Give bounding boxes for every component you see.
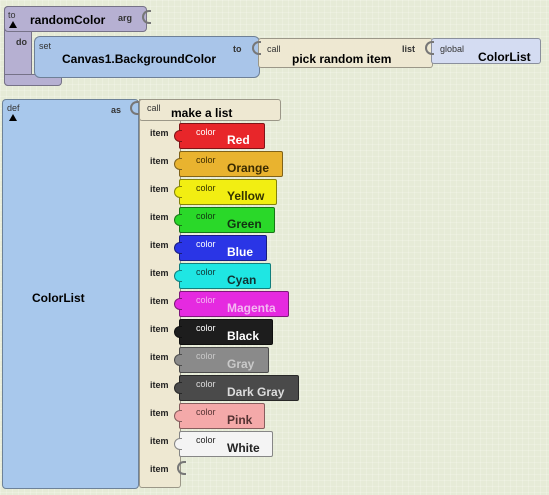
call-name[interactable]: pick random item <box>292 52 392 66</box>
procedure-header[interactable] <box>4 6 147 32</box>
def-as-label: as <box>111 105 122 115</box>
call-list-label: list <box>402 44 416 54</box>
color-block-plug-icon <box>174 130 182 142</box>
color-name: Blue <box>227 245 254 259</box>
color-name: Dark Gray <box>227 385 285 399</box>
color-block-plug-icon <box>174 158 182 170</box>
item-label: item <box>150 436 169 446</box>
color-keyword: color <box>196 407 216 417</box>
color-name: Gray <box>227 357 255 371</box>
color-name: Cyan <box>227 273 257 287</box>
item-label: item <box>150 352 169 362</box>
color-block-plug-icon <box>174 354 182 366</box>
item-label: item <box>150 240 169 250</box>
item-label-empty: item <box>150 464 169 474</box>
color-keyword: color <box>196 295 216 305</box>
color-name: Yellow <box>227 189 265 203</box>
def-collapse-triangle-icon[interactable] <box>9 114 17 121</box>
color-block-plug-icon <box>174 270 182 282</box>
call-keyword: call <box>267 44 281 54</box>
color-block-plug-icon <box>174 438 182 450</box>
color-keyword: color <box>196 183 216 193</box>
call-pick-random-block[interactable] <box>258 38 433 68</box>
def-name[interactable]: ColorList <box>32 291 85 305</box>
make-a-list-name[interactable]: make a list <box>171 106 233 120</box>
color-keyword: color <box>196 351 216 361</box>
color-block-plug-icon <box>174 242 182 254</box>
make-a-list-call-keyword: call <box>147 103 161 113</box>
item-label: item <box>150 184 169 194</box>
color-name: Magenta <box>227 301 276 315</box>
procedure-name[interactable]: randomColor <box>30 13 106 27</box>
item-label: item <box>150 296 169 306</box>
def-keyword: def <box>7 103 20 113</box>
set-to-label: to <box>233 44 242 54</box>
color-block-plug-icon <box>174 382 182 394</box>
color-block-plug-icon <box>174 186 182 198</box>
arg-socket-icon[interactable] <box>142 10 151 24</box>
set-block[interactable] <box>34 36 260 78</box>
global-name[interactable]: ColorList <box>478 50 531 64</box>
color-block-plug-icon <box>174 410 182 422</box>
item-label: item <box>150 156 169 166</box>
color-name: Orange <box>227 161 270 175</box>
procedure-arg-label[interactable]: arg <box>118 13 133 23</box>
item-label: item <box>150 268 169 278</box>
empty-item-socket-icon[interactable] <box>177 461 186 475</box>
color-block-plug-icon <box>174 214 182 226</box>
color-name: Black <box>227 329 260 343</box>
color-name: Pink <box>227 413 253 427</box>
item-label: item <box>150 380 169 390</box>
procedure-do-label: do <box>16 37 27 47</box>
color-keyword: color <box>196 127 216 137</box>
item-label: item <box>150 408 169 418</box>
color-name: Green <box>227 217 262 231</box>
def-socket-icon <box>130 101 139 115</box>
color-keyword: color <box>196 435 216 445</box>
item-label: item <box>150 212 169 222</box>
color-keyword: color <box>196 323 216 333</box>
set-keyword: set <box>39 41 52 51</box>
def-block[interactable] <box>2 99 139 489</box>
color-keyword: color <box>196 239 216 249</box>
make-a-list-header[interactable] <box>139 99 281 121</box>
color-block-plug-icon <box>174 298 182 310</box>
color-name: White <box>227 441 260 455</box>
color-keyword: color <box>196 211 216 221</box>
collapse-triangle-icon[interactable] <box>9 21 17 28</box>
global-socket-icon <box>425 41 434 55</box>
color-name: Red <box>227 133 250 147</box>
color-block-plug-icon <box>174 326 182 338</box>
color-keyword: color <box>196 155 216 165</box>
set-property[interactable]: Canvas1.BackgroundColor <box>62 52 217 66</box>
color-keyword: color <box>196 379 216 389</box>
call-socket-icon <box>252 41 261 55</box>
item-label: item <box>150 324 169 334</box>
color-keyword: color <box>196 267 216 277</box>
item-label: item <box>150 128 169 138</box>
procedure-keyword: to <box>8 10 16 20</box>
global-keyword: global <box>440 44 465 54</box>
